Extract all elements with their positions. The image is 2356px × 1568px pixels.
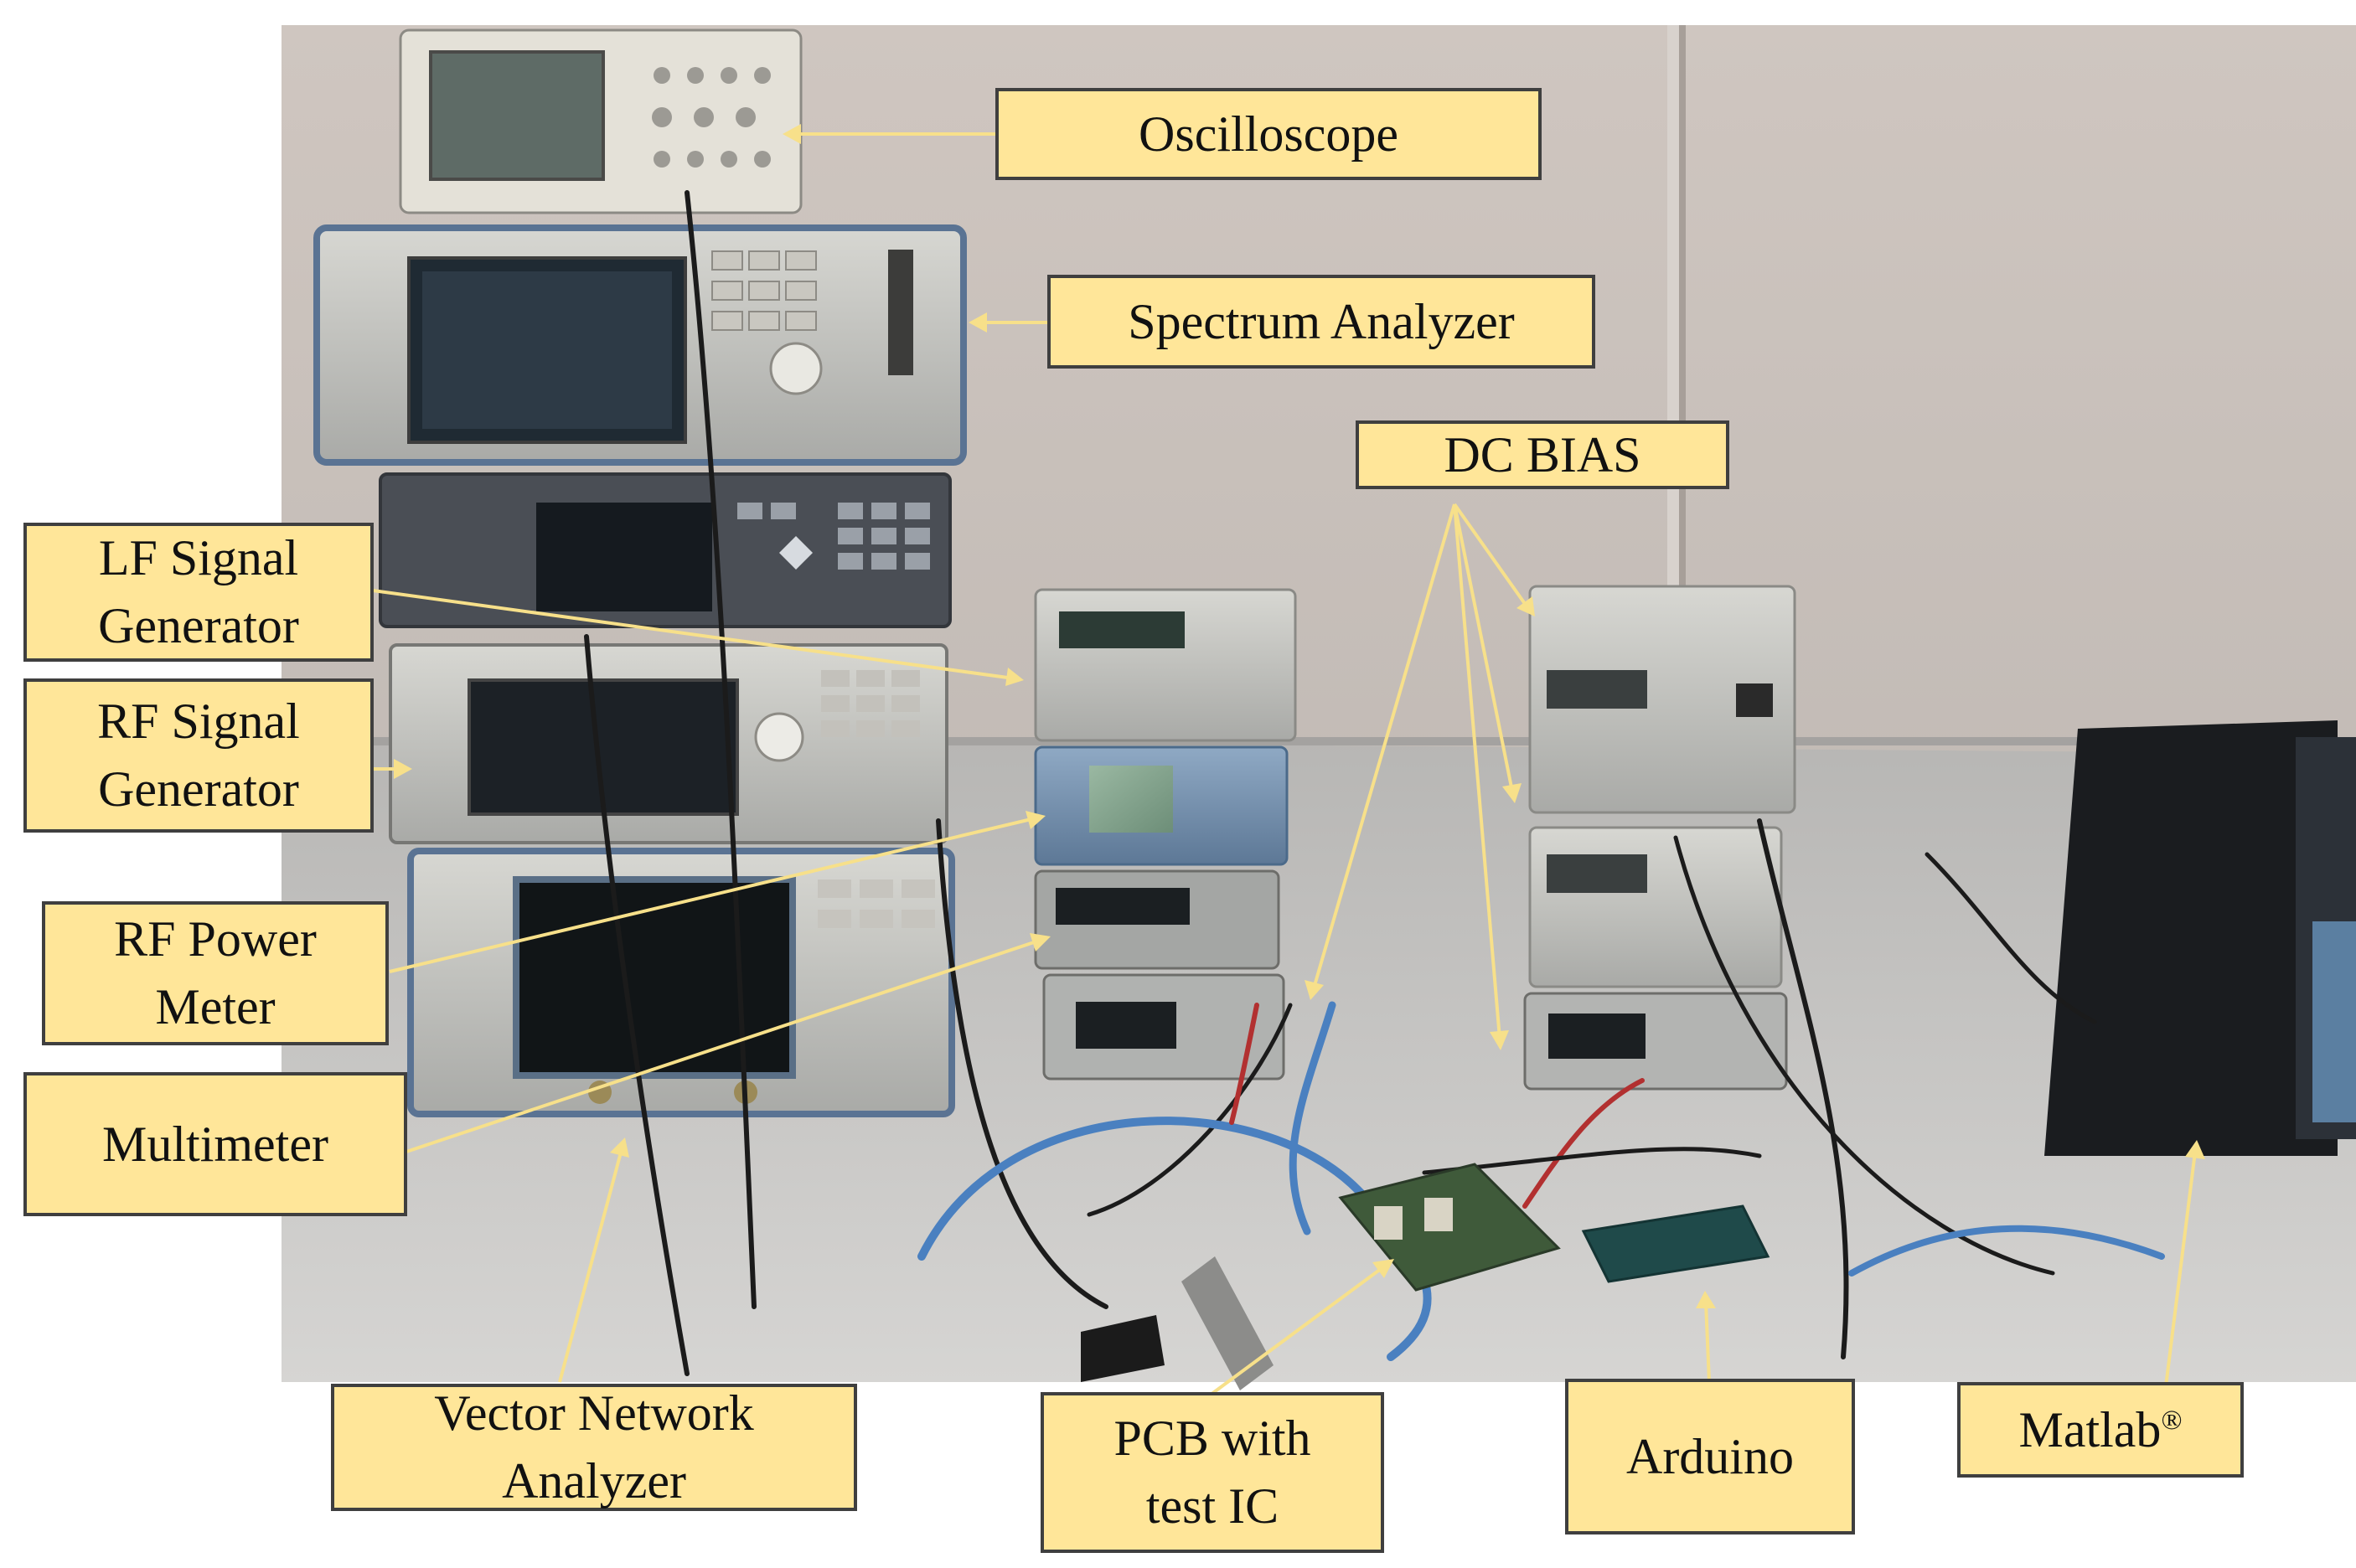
dc-bias-label: DC BIAS (1356, 420, 1729, 489)
lf-signal-generator-instrument (379, 472, 952, 628)
rf-signal-generator-label: RF Signal Generator (23, 678, 374, 833)
cables (584, 190, 2165, 1376)
arduino-label: Arduino (1565, 1379, 1855, 1534)
spectrum-analyzer-label: Spectrum Analyzer (1047, 275, 1595, 369)
leader-lines (372, 124, 2205, 1396)
pcb-board (1338, 1163, 1561, 1292)
spectrum-analyzer-instrument (313, 224, 967, 466)
lf-signal-generator-label: LF Signal Generator (23, 523, 374, 662)
matlab-label: Matlab® (1957, 1382, 2244, 1478)
rf-power-meter-label: RF Power Meter (42, 901, 389, 1045)
multimeter-label: Multimeter (23, 1072, 407, 1216)
vector-network-analyzer-instrument (407, 848, 955, 1117)
probe-and-connector (1081, 1256, 1274, 1390)
oscilloscope-instrument (399, 28, 803, 214)
pcb-with-test-ic-label: PCB with test IC (1041, 1392, 1384, 1553)
oscilloscope-label: Oscilloscope (995, 88, 1542, 180)
vector-network-analyzer-label: Vector Network Analyzer (331, 1384, 857, 1511)
arduino-board (1581, 1204, 1770, 1283)
pc-tower (2044, 720, 2356, 1156)
rf-signal-generator-instrument (389, 643, 948, 844)
middle-instrument-stack (1034, 588, 1297, 1081)
registered-mark: ® (2161, 1405, 2183, 1436)
matlab-text: Matlab (2018, 1401, 2162, 1457)
dc-bias-supply-stack (1523, 585, 1796, 1091)
